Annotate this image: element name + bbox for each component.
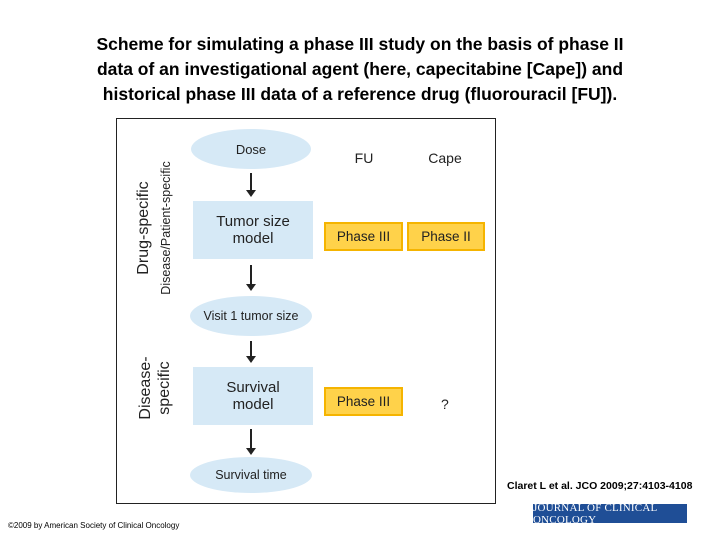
side-label-disease-patient-specific: Disease/Patient-specific — [159, 161, 173, 295]
dose-node: Dose — [191, 129, 311, 169]
column-header-cape: Cape — [428, 150, 462, 166]
side-label-disease-specific-line1: Disease- — [137, 356, 154, 420]
survival-time-node: Survival time — [190, 457, 312, 493]
side-label-disease-specific-line2: specific — [156, 361, 173, 415]
tumor-size-model-node: Tumor size model — [193, 201, 313, 259]
survival-model-line1: Survival — [226, 379, 280, 396]
survival-model-line2: model — [232, 396, 274, 413]
survival-model-node: Survival model — [193, 367, 313, 425]
arrow-survival-to-time — [246, 429, 256, 455]
arrow-dose-to-tumor — [246, 173, 256, 197]
diagram-frame: Drug-specific Disease/Patient-specific D… — [116, 118, 496, 504]
journal-logo: JOURNAL OF CLINICAL ONCOLOGY — [533, 502, 687, 526]
title-line-2: data of an investigational agent (here, … — [96, 59, 624, 79]
title-line-1: Scheme for simulating a phase III study … — [96, 34, 624, 54]
survival-fu-phase-cell: Phase III — [324, 387, 403, 416]
title-line-3: historical phase III data of a reference… — [102, 84, 618, 104]
citation: Claret L et al. JCO 2009;27:4103-4108 — [507, 480, 693, 492]
copyright: ©2009 by American Society of Clinical On… — [8, 521, 180, 530]
side-label-drug-specific: Drug-specific — [135, 181, 152, 275]
tumor-cape-phase-cell: Phase II — [407, 222, 485, 251]
survival-cape-unknown: ? — [441, 396, 449, 412]
column-header-fu: FU — [354, 150, 374, 166]
tumor-size-model-line1: Tumor size — [216, 213, 290, 230]
visit-tumor-size-node: Visit 1 tumor size — [190, 296, 312, 336]
slide-title: Scheme for simulating a phase III study … — [40, 32, 680, 107]
tumor-fu-phase-cell: Phase III — [324, 222, 403, 251]
arrow-visit-to-survival — [246, 341, 256, 363]
tumor-size-model-line2: model — [232, 230, 274, 247]
arrow-tumor-to-visit — [246, 265, 256, 291]
